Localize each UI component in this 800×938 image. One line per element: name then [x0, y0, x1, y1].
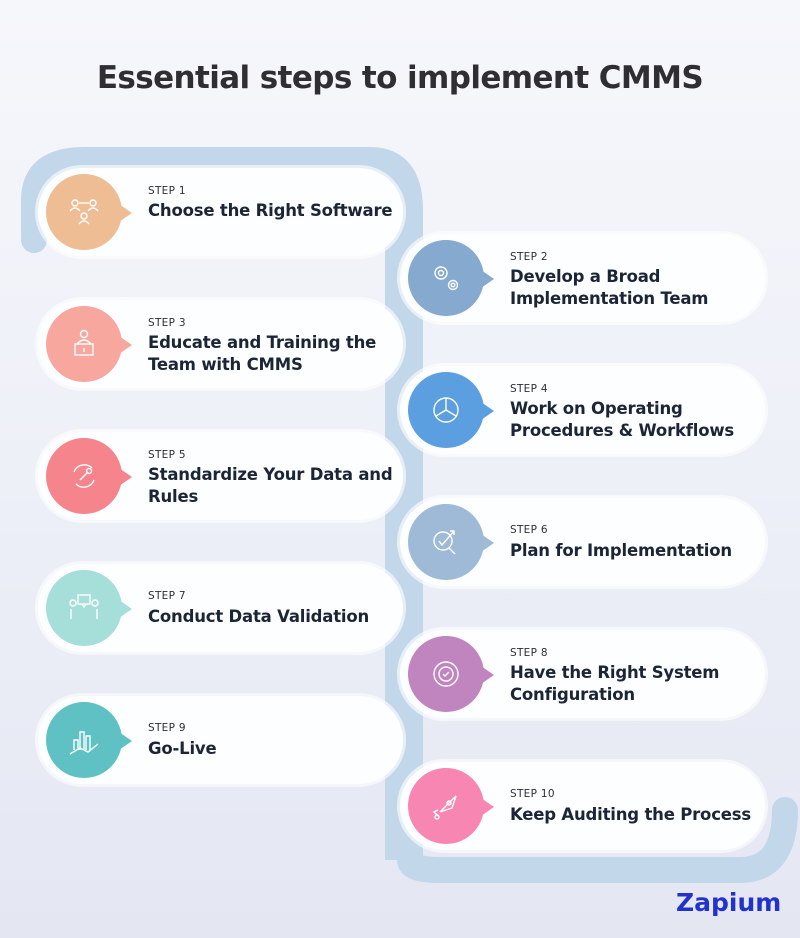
step-card-5: STEP 5 Standardize Your Data and Rules — [38, 432, 403, 520]
growth-chart-icon — [69, 731, 99, 755]
step-badge — [408, 372, 494, 448]
step-title: Educate and Training the Team with CMMS — [148, 333, 377, 374]
step-badge — [408, 636, 494, 712]
rocket-icon — [432, 795, 457, 820]
step-card-7: STEP 7 Conduct Data Validation — [38, 564, 403, 652]
wrench-cycle-icon — [73, 464, 95, 488]
step-title: Keep Auditing the Process — [510, 805, 752, 824]
step-title: Choose the Right Software — [148, 201, 393, 220]
step-badge — [408, 240, 494, 316]
team-network-icon — [69, 199, 99, 225]
search-target-icon — [433, 530, 456, 555]
step-card-8: STEP 8 Have the Right System Configurati… — [400, 630, 765, 718]
gears-icon — [434, 266, 459, 291]
step-label: STEP 6 — [510, 524, 548, 536]
step-card-1: STEP 1 Choose the Right Software — [38, 168, 403, 256]
step-badge — [46, 438, 132, 514]
step-card-6: STEP 6 Plan for Implementation — [400, 498, 765, 586]
step-label: STEP 3 — [148, 317, 186, 329]
step-label: STEP 7 — [148, 590, 186, 602]
step-badge — [46, 306, 132, 382]
step-label: STEP 4 — [510, 383, 548, 395]
step-title: Have the Right System Configuration — [510, 663, 720, 704]
step-label: STEP 9 — [148, 722, 186, 734]
step-card-10: STEP 10 Keep Auditing the Process — [400, 762, 765, 850]
gear-check-icon — [433, 661, 459, 687]
step-title: Develop a Broad Implementation Team — [510, 267, 709, 308]
step-card-9: STEP 9 Go-Live — [38, 696, 403, 784]
step-title: Plan for Implementation — [510, 541, 732, 560]
step-badge — [46, 702, 132, 778]
step-title: Work on Operating Procedures & Workflows — [510, 399, 735, 440]
step-title: Go-Live — [148, 739, 217, 758]
step-title: Conduct Data Validation — [148, 607, 370, 626]
snake-path — [21, 147, 798, 883]
step-label: STEP 8 — [510, 647, 548, 659]
step-badge — [408, 768, 494, 844]
step-card-4: STEP 4 Work on Operating Procedures & Wo… — [400, 366, 765, 454]
brand-logo: Zapium — [676, 888, 782, 917]
step-label: STEP 2 — [510, 251, 548, 263]
step-label: STEP 10 — [510, 788, 555, 800]
discussion-icon — [69, 594, 99, 619]
step-badge — [46, 174, 132, 250]
page-title: Essential steps to implement CMMS — [96, 60, 704, 96]
presenter-icon — [74, 329, 94, 356]
step-label: STEP 5 — [148, 449, 186, 461]
step-card-3: STEP 3 Educate and Training the Team wit… — [38, 300, 403, 388]
step-title: Standardize Your Data and Rules — [148, 465, 393, 506]
pie-chart-icon — [433, 397, 459, 423]
step-label: STEP 1 — [148, 185, 186, 197]
step-card-2: STEP 2 Develop a Broad Implementation Te… — [400, 234, 765, 322]
step-badge — [408, 504, 494, 580]
step-badge — [46, 570, 132, 646]
